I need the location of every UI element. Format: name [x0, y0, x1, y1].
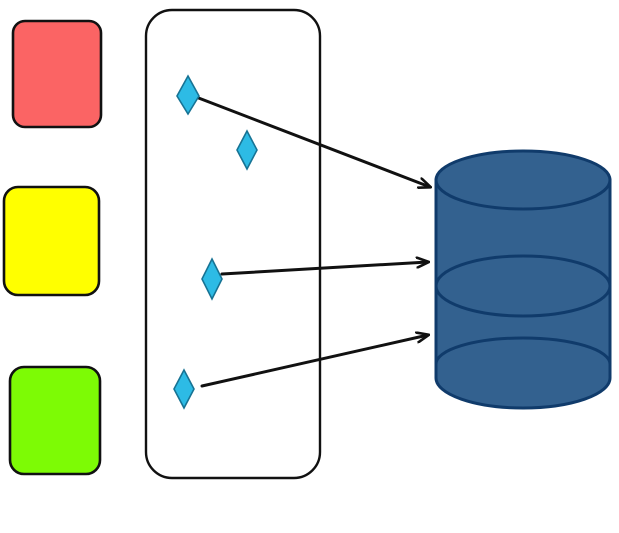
- diamond-node-4: [173, 368, 195, 410]
- database-cylinder: [434, 149, 612, 410]
- diamond-node-1: [176, 74, 200, 116]
- arrow-3: [200, 335, 428, 388]
- green-card: [8, 365, 102, 476]
- arrow-1: [194, 95, 430, 187]
- database-body: [434, 178, 612, 410]
- yellow-card: [2, 185, 101, 297]
- database-band-2: [434, 336, 612, 365]
- arrow-2: [220, 262, 428, 276]
- diamond-node-2: [236, 129, 258, 171]
- red-card: [11, 19, 103, 129]
- database-band-1-top: [434, 254, 612, 287]
- database-band-1: [434, 285, 612, 318]
- panel-container: [144, 8, 322, 480]
- diamond-node-3: [201, 257, 223, 301]
- database-top: [434, 149, 612, 211]
